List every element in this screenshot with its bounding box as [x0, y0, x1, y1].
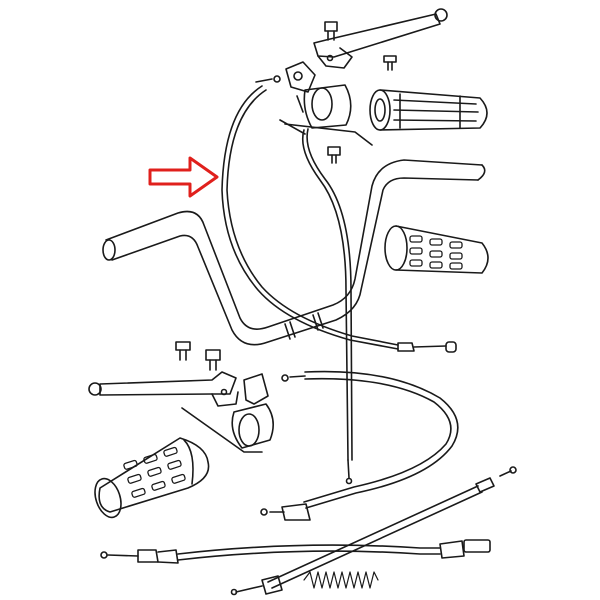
right-brake-lever [313, 8, 448, 71]
clutch-cable [260, 370, 459, 521]
left-lever-clamp [181, 373, 274, 453]
speedometer-cable [230, 466, 517, 596]
right-lever-clamp [279, 61, 352, 164]
return-spring [303, 571, 379, 589]
assembly-bracket [284, 123, 373, 146]
left-grip-spare [384, 225, 489, 274]
left-grip [94, 437, 210, 519]
red-arrow-icon [148, 156, 219, 198]
throttle-cable [301, 128, 353, 485]
left-brake-lever [88, 341, 239, 407]
front-brake-cable [221, 75, 457, 353]
choke-cable [100, 539, 491, 564]
right-grip [369, 89, 488, 131]
